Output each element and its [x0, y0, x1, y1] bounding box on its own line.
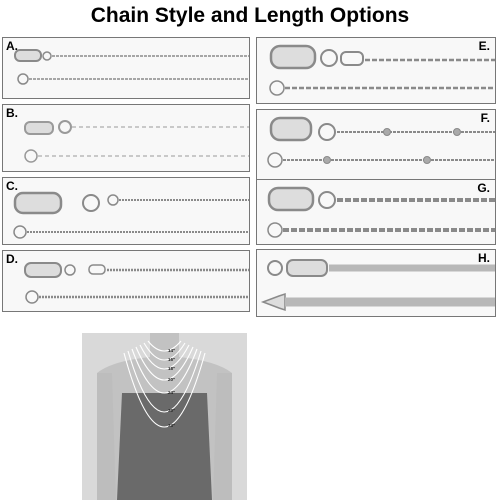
panel-letter-c: C.	[6, 179, 18, 193]
chain-d-illustration	[24, 262, 249, 304]
chain-panel-f[interactable]: F.	[256, 109, 496, 180]
panel-letter-b: B.	[6, 106, 18, 120]
panel-letter-e: E.	[478, 39, 490, 53]
mannequin-figure: 14" 16" 18" 20" 24" 30" 33"	[97, 333, 232, 500]
panel-letter-f: F.	[480, 111, 490, 125]
chain-panel-b[interactable]: B.	[2, 104, 250, 172]
length-label-33: 33"	[168, 423, 175, 428]
chain-panel-d[interactable]: D.	[2, 250, 250, 312]
chain-panel-a[interactable]: A.	[2, 37, 250, 99]
length-label-18: 18"	[168, 366, 175, 371]
length-label-14: 14"	[168, 348, 175, 353]
chain-e-illustration	[269, 44, 495, 96]
chain-h-illustration	[260, 259, 495, 312]
panel-letter-g: G.	[477, 181, 490, 195]
length-label-24: 24"	[168, 390, 175, 395]
chain-f-illustration	[267, 116, 495, 168]
chain-c-illustration	[13, 191, 249, 239]
length-chart: 14" 16" 18" 20" 24" 30" 33"	[82, 333, 247, 500]
panel-letter-h: H.	[478, 251, 490, 265]
chain-panel-e[interactable]: E.	[256, 37, 496, 104]
chain-a-illustration	[14, 49, 249, 85]
chain-panel-g[interactable]: G.	[256, 179, 496, 245]
chain-panel-h[interactable]: H.	[256, 249, 496, 317]
chain-panel-c[interactable]: C.	[2, 177, 250, 245]
length-label-30: 30"	[168, 408, 175, 413]
chain-b-illustration	[24, 120, 249, 163]
panel-letter-a: A.	[6, 39, 18, 53]
length-label-16: 16"	[168, 357, 175, 362]
page-title: Chain Style and Length Options	[90, 4, 410, 27]
chain-g-illustration	[267, 186, 495, 238]
panel-letter-d: D.	[6, 252, 18, 266]
length-label-20: 20"	[168, 377, 175, 382]
